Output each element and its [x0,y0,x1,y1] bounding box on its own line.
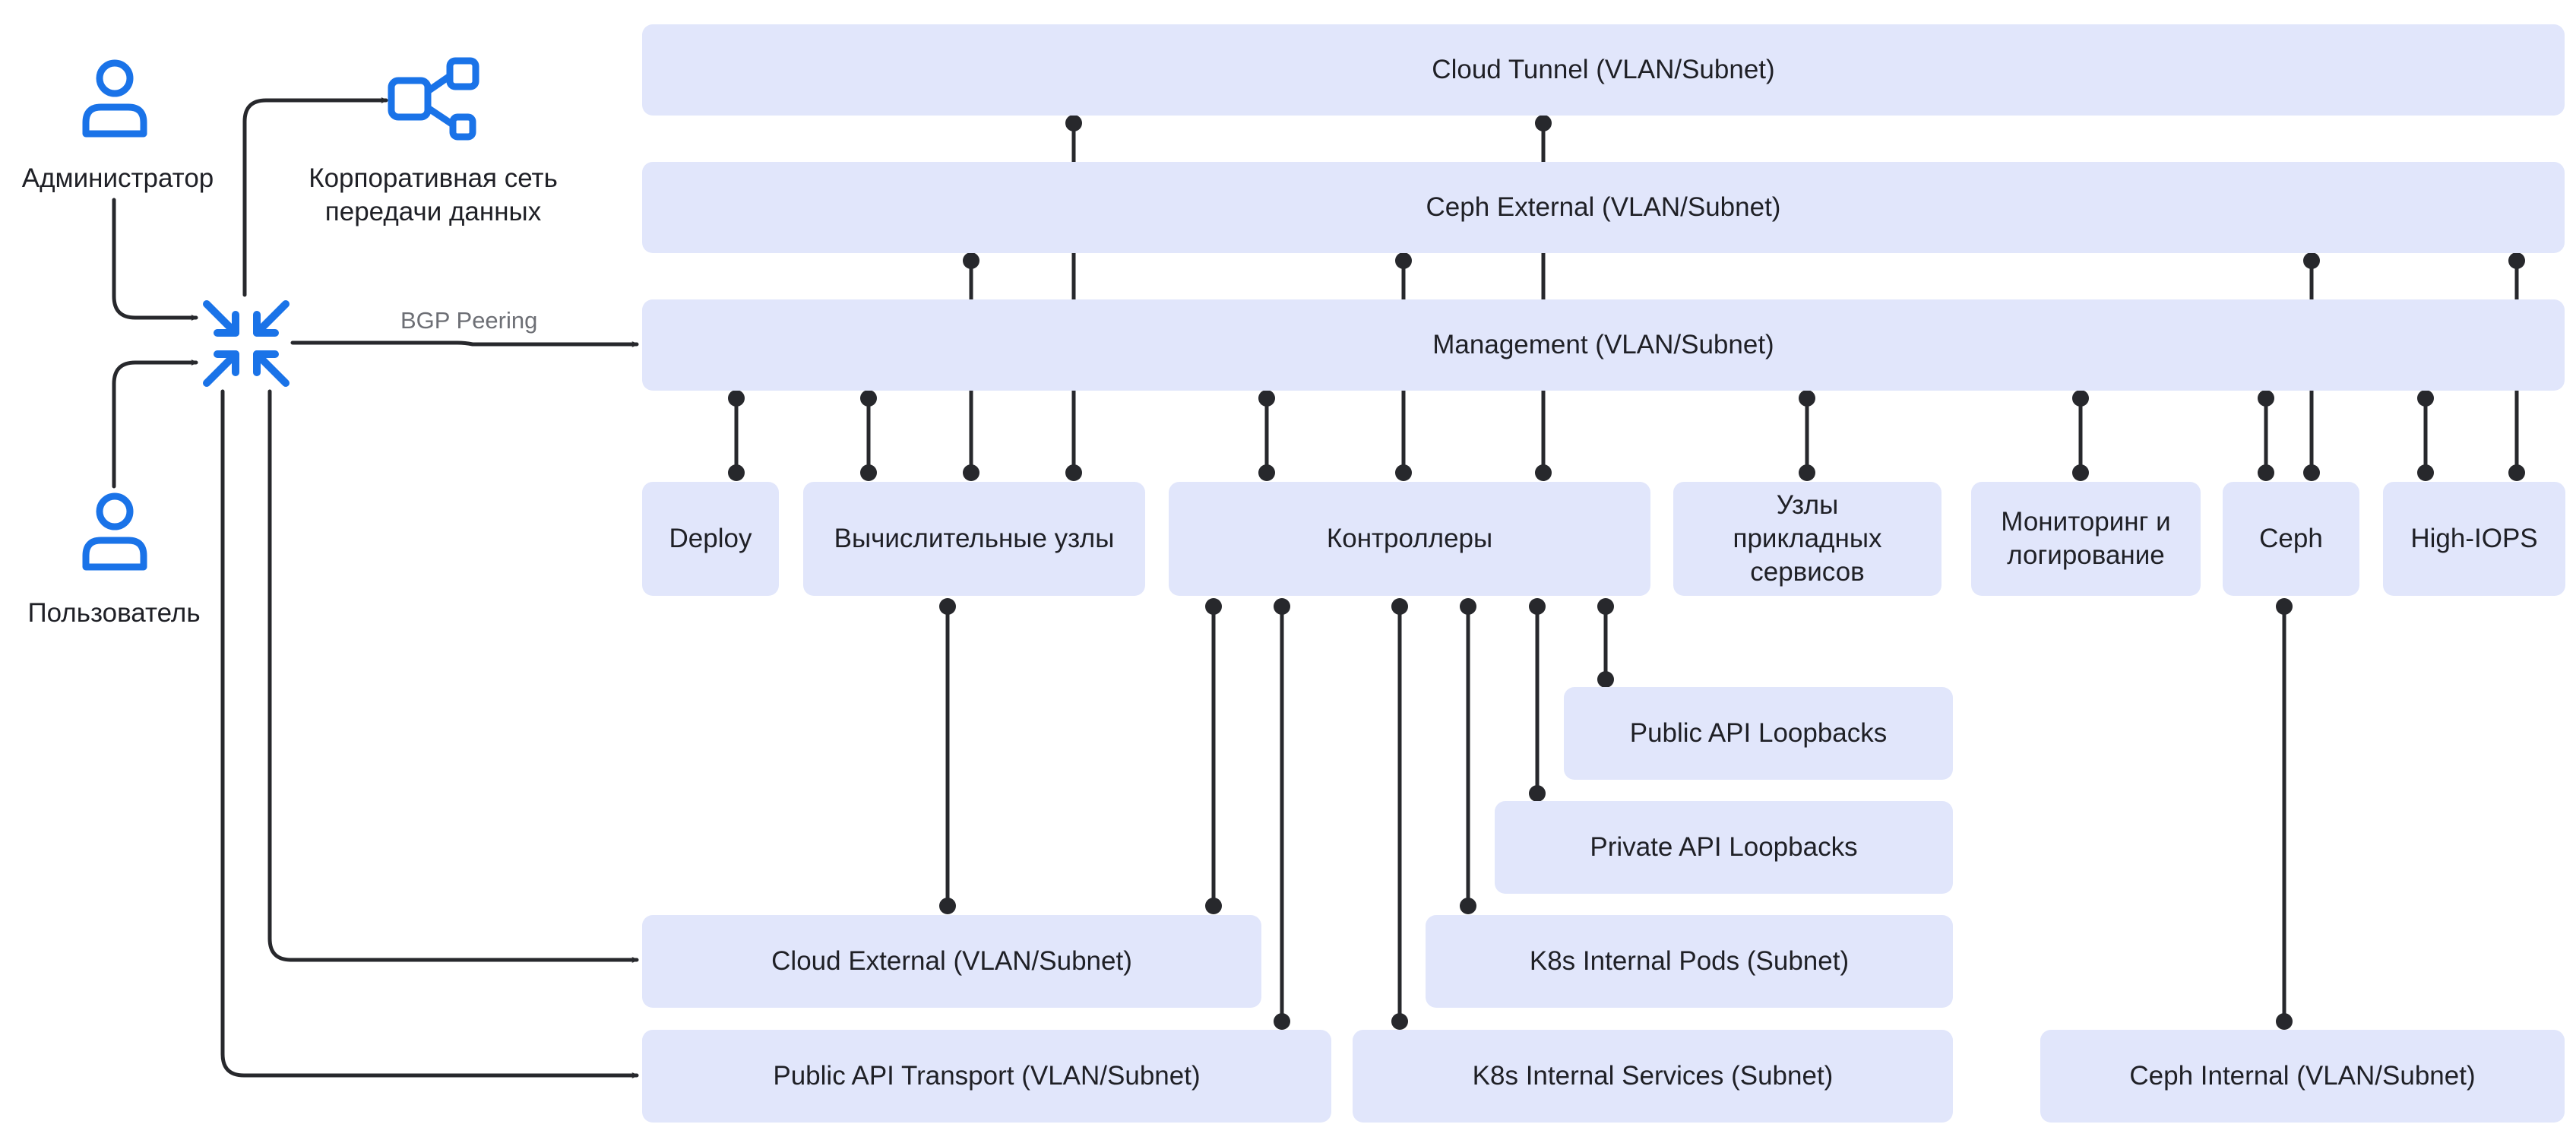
person-icon [82,492,147,571]
node-controllers: Контроллеры [1169,482,1650,596]
node-deploy: Deploy [642,482,779,596]
network-nodes-icon [388,57,479,141]
bgp-peering-label: BGP Peering [400,307,538,334]
private-api-loopbacks: Private API Loopbacks [1495,801,1953,894]
node-ceph: Ceph [2223,482,2359,596]
corp-net-label: Корпоративная сеть передачи данных [309,163,558,226]
node-monitoring: Мониторинг и логирование [1971,482,2201,596]
cloud-external-network: Cloud External (VLAN/Subnet) [642,915,1261,1008]
node-app-services: Узлы прикладных сервисов [1673,482,1941,596]
user-label: Пользователь [27,598,201,628]
node-compute: Вычислительные узлы [803,482,1145,596]
ceph-external-network: Ceph External (VLAN/Subnet) [642,162,2565,253]
k8s-internal-services: K8s Internal Services (Subnet) [1353,1030,1953,1123]
ceph-internal-network: Ceph Internal (VLAN/Subnet) [2040,1030,2565,1123]
router-arrows-icon [203,300,290,387]
k8s-internal-pods: K8s Internal Pods (Subnet) [1426,915,1953,1008]
admin-label: Администратор [21,163,214,193]
public-api-loopbacks: Public API Loopbacks [1564,687,1953,780]
management-network: Management (VLAN/Subnet) [642,299,2565,391]
public-api-transport-network: Public API Transport (VLAN/Subnet) [642,1030,1331,1123]
node-high-iops: High-IOPS [2383,482,2565,596]
cloud-tunnel-network: Cloud Tunnel (VLAN/Subnet) [642,24,2565,116]
person-icon [82,59,147,138]
